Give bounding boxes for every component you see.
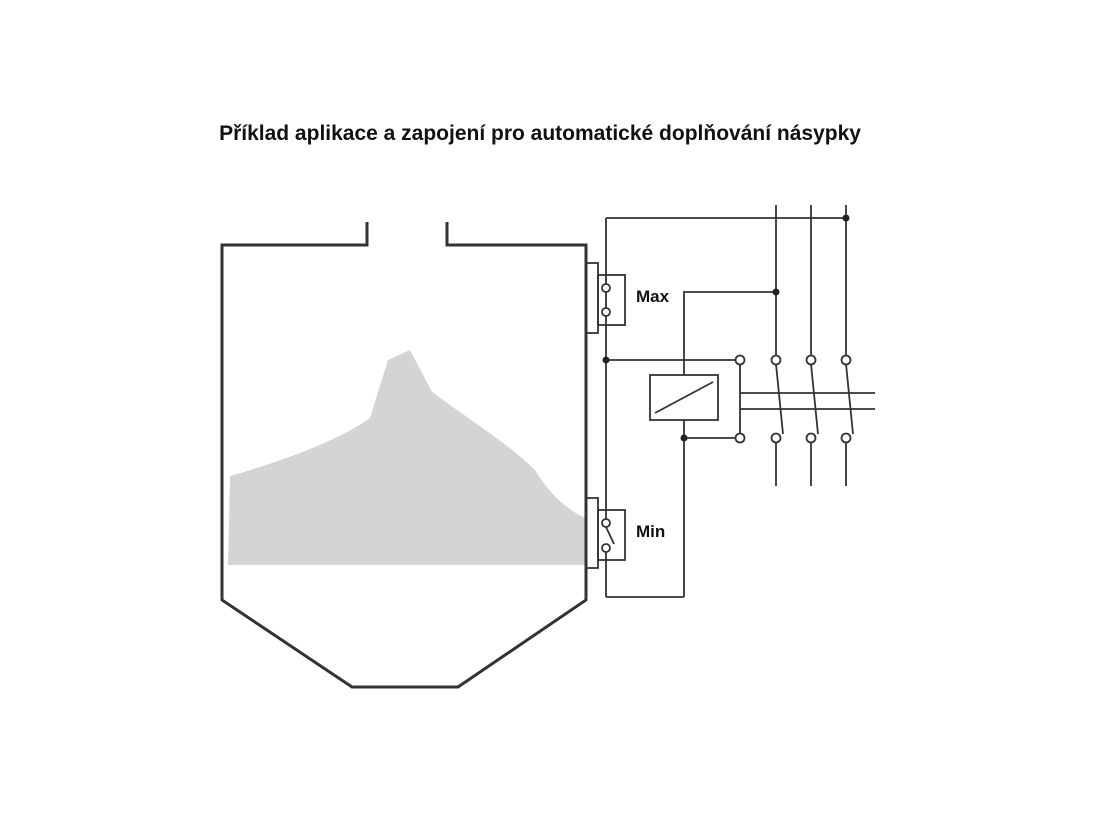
contactor-coil bbox=[649, 374, 719, 421]
max-label: Max bbox=[636, 287, 670, 306]
bulk-material bbox=[228, 350, 585, 565]
junction-dots bbox=[602, 214, 850, 442]
wiring bbox=[605, 205, 875, 598]
page-title: Příklad aplikace a zapojení pro automati… bbox=[219, 122, 861, 145]
min-label: Min bbox=[636, 522, 665, 541]
hopper bbox=[220, 222, 588, 689]
terminals bbox=[734, 354, 852, 444]
